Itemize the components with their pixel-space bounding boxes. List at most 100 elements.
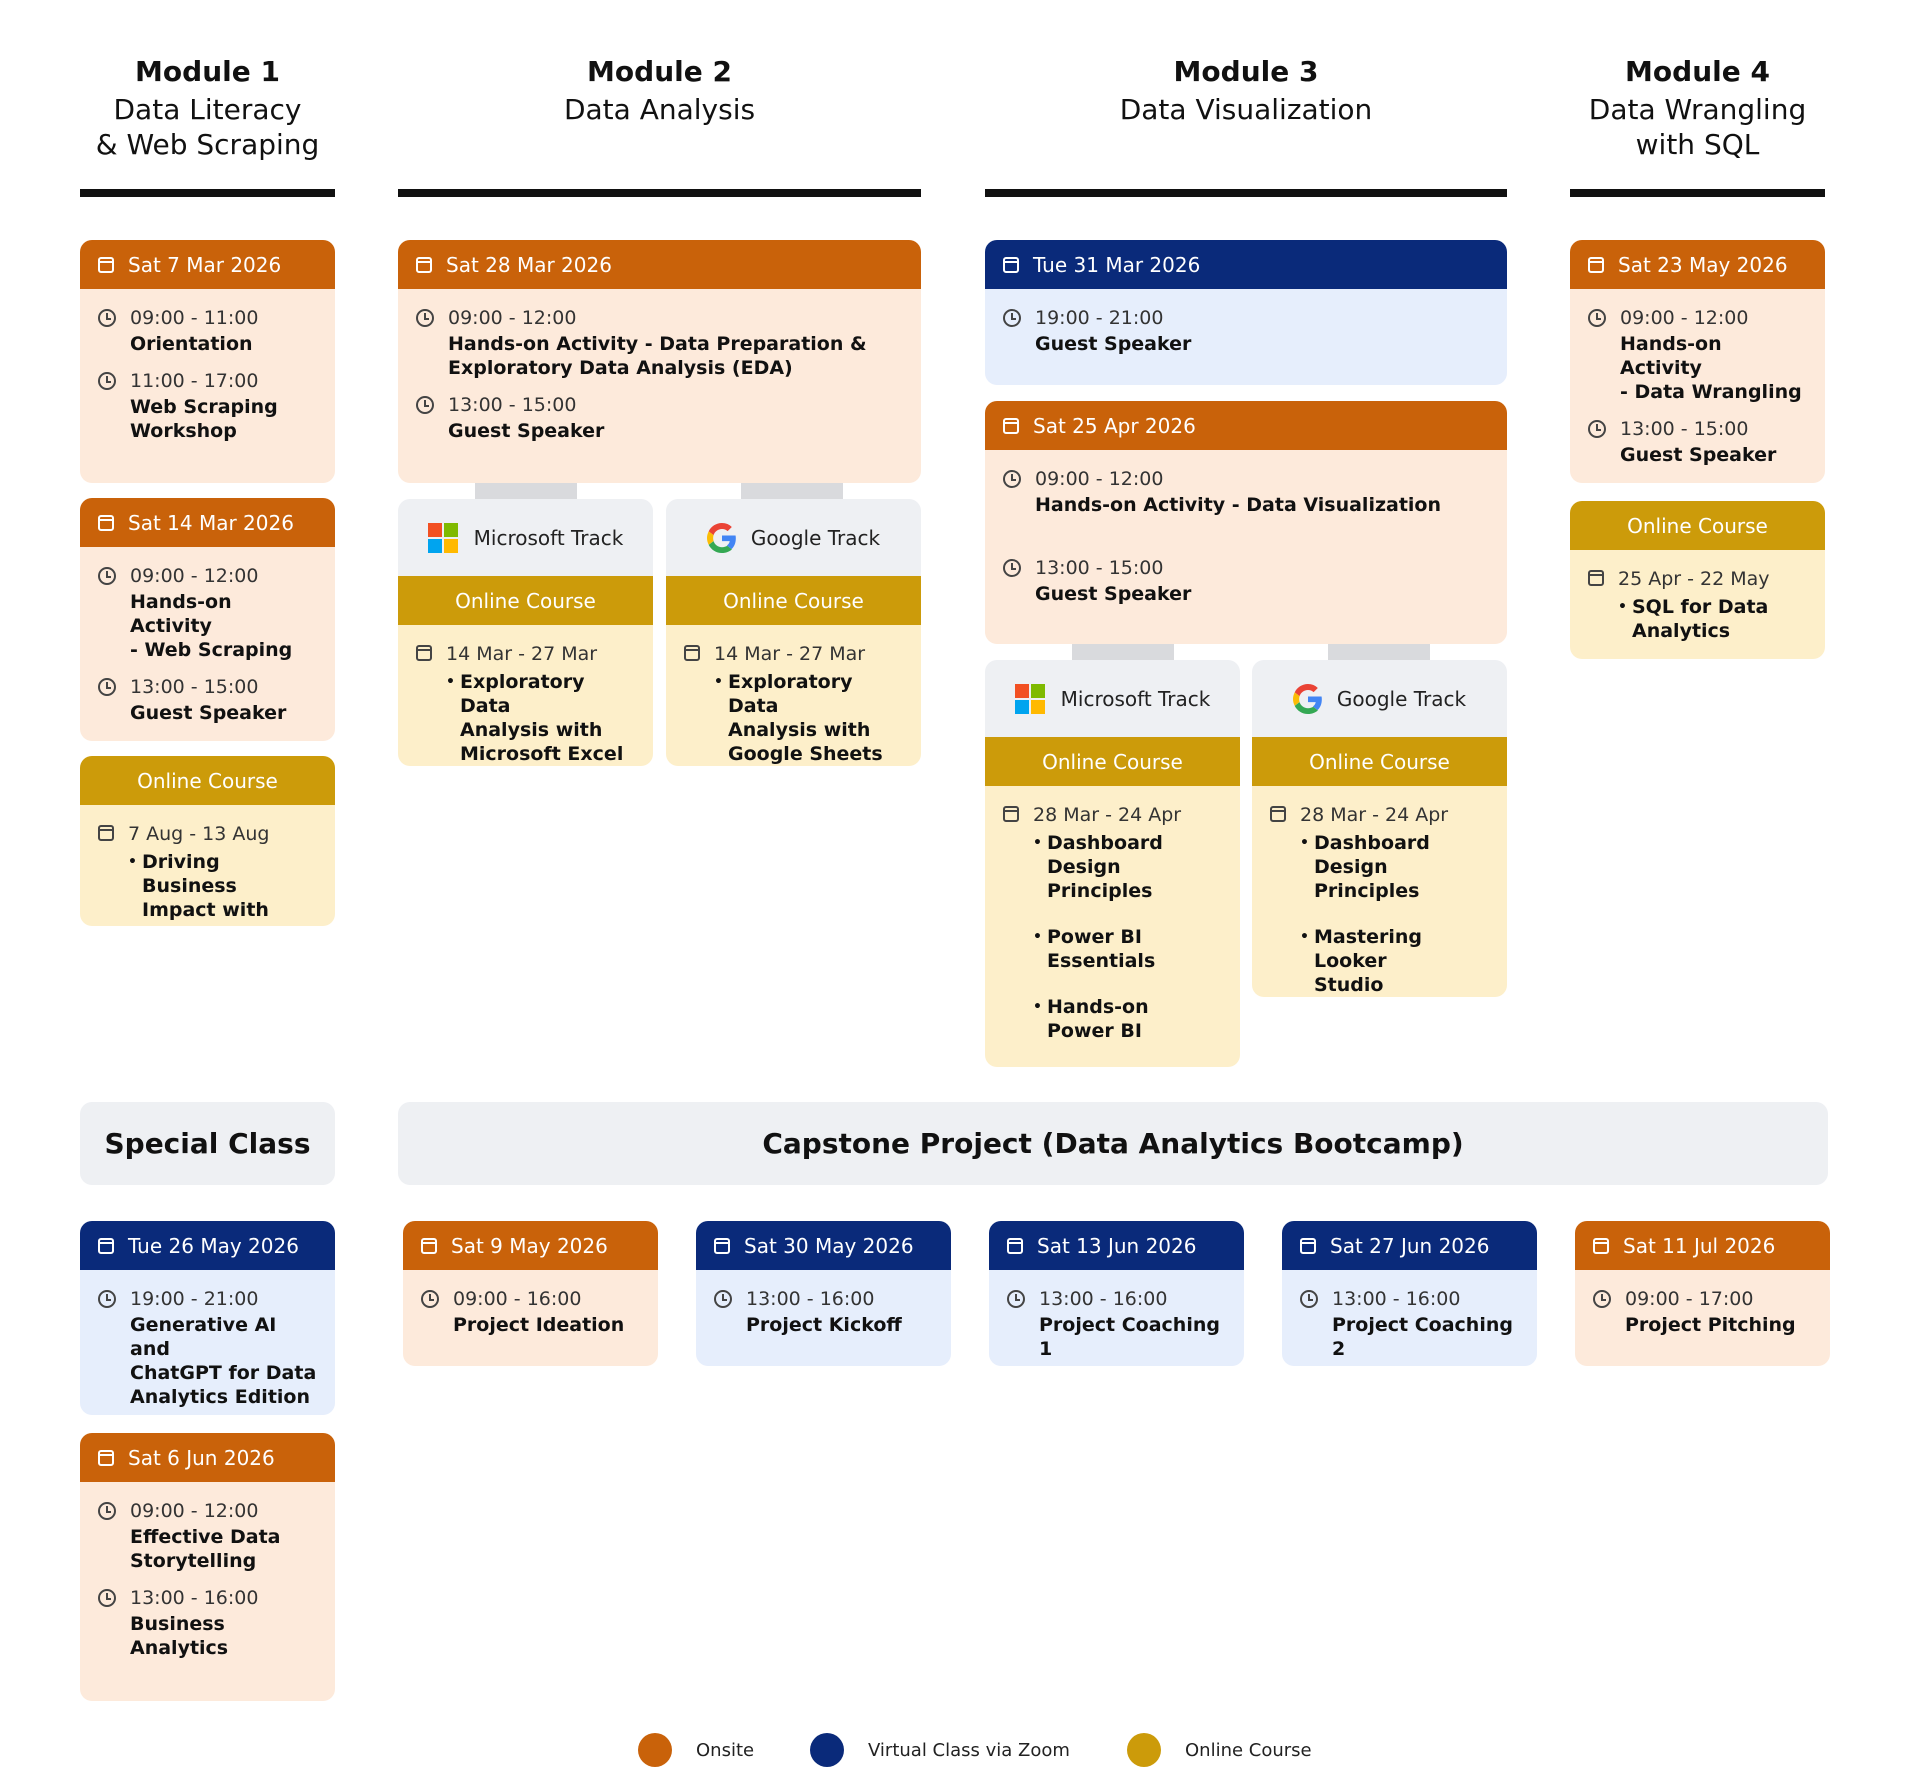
- session-date-header: Tue 26 May 2026: [80, 1221, 335, 1270]
- slot-title: Hands-on Activity - Data Wrangling: [1620, 333, 1802, 403]
- google-track-header: Google Track: [666, 499, 921, 576]
- google-logo-icon: [706, 522, 736, 553]
- module-3-heading: Module 3 Data Visualization: [985, 52, 1507, 127]
- slot-title: Guest Speaker: [1035, 333, 1192, 355]
- module-number: Module 2: [587, 55, 732, 88]
- course-dates: 14 Mar - 27 Mar: [446, 643, 598, 665]
- course-range: 25 Apr - 22 May SQL for Data Analytics: [1588, 566, 1807, 643]
- course-item: Hands-on Power BI: [1033, 995, 1222, 1043]
- calendar-icon: [98, 1449, 114, 1466]
- slot-time: 11:00 - 17:00: [130, 370, 259, 392]
- session-date: Sat 28 Mar 2026: [446, 252, 612, 277]
- microsoft-track-header: Microsoft Track: [398, 499, 653, 576]
- session-date-header: Sat 11 Jul 2026: [1575, 1221, 1830, 1270]
- slot-time: 13:00 - 15:00: [448, 394, 577, 416]
- online-course-header: Online Course: [985, 737, 1240, 786]
- slot-time: 13:00 - 15:00: [1620, 418, 1749, 440]
- session-date-header: Sat 25 Apr 2026: [985, 401, 1507, 450]
- calendar-icon: [684, 645, 700, 661]
- course-list: Exploratory Data Analysis with Microsoft…: [446, 670, 635, 766]
- slot-time: 09:00 - 12:00: [130, 565, 259, 587]
- module-name: Data Analysis: [563, 93, 756, 126]
- onsite-color-dot: [638, 1733, 672, 1767]
- course-dates: 28 Mar - 24 Apr: [1033, 804, 1182, 826]
- calendar-icon: [1588, 256, 1604, 273]
- module-1-divider: [80, 189, 335, 197]
- slot-time: 13:00 - 16:00: [1039, 1288, 1168, 1310]
- legend-zoom: Virtual Class via Zoom: [810, 1733, 1070, 1767]
- calendar-icon: [1003, 417, 1019, 434]
- google-logo-icon: [1292, 683, 1322, 714]
- clock-icon: [1588, 309, 1606, 327]
- course-item: Mastering Looker Studio: [1300, 925, 1489, 997]
- online-course-card: Online Course 7 Aug - 13 Aug Driving Bus…: [80, 756, 335, 926]
- slot-time: 09:00 - 16:00: [453, 1288, 582, 1310]
- module-number: Module 4: [1625, 55, 1770, 88]
- online-course-card: Online Course 28 Mar - 24 Apr Dashboard …: [985, 737, 1240, 1067]
- track-connector: [1328, 644, 1430, 660]
- legend-online: Online Course: [1127, 1733, 1312, 1767]
- course-range: 14 Mar - 27 Mar Exploratory Data Analysi…: [684, 641, 903, 766]
- course-range: 28 Mar - 24 Apr Dashboard Design Princip…: [1270, 802, 1489, 997]
- module-name: Data Wrangling with SQL: [1588, 93, 1807, 161]
- track-label: Microsoft Track: [1060, 686, 1211, 711]
- clock-icon: [1007, 1290, 1025, 1308]
- slot-title: Guest Speaker: [448, 420, 605, 442]
- module-number: Module 1: [135, 55, 280, 88]
- slot-title: Guest Speaker: [1035, 583, 1192, 605]
- calendar-icon: [98, 256, 114, 273]
- course-dates: 7 Aug - 13 Aug: [128, 823, 270, 845]
- microsoft-track-header: Microsoft Track: [985, 660, 1240, 737]
- online-course-header: Online Course: [666, 576, 921, 625]
- legend-label: Onsite: [696, 1739, 755, 1761]
- session-date-header: Sat 27 Jun 2026: [1282, 1221, 1537, 1270]
- clock-icon: [714, 1290, 732, 1308]
- slot-title: Web Scraping Workshop: [130, 396, 278, 442]
- slot-time: 09:00 - 12:00: [1620, 307, 1749, 329]
- course-list: Dashboard Design Principles Power BI Ess…: [1033, 831, 1222, 1043]
- session-date: Sat 9 May 2026: [451, 1233, 608, 1258]
- session-date-header: Sat 13 Jun 2026: [989, 1221, 1244, 1270]
- calendar-icon: [416, 256, 432, 273]
- calendar-icon: [98, 825, 114, 841]
- google-track-header: Google Track: [1252, 660, 1507, 737]
- microsoft-logo-icon: [1014, 683, 1045, 714]
- session-date-header: Sat 7 Mar 2026: [80, 240, 335, 289]
- slot-time: 09:00 - 12:00: [130, 1500, 259, 1522]
- track-label: Google Track: [750, 525, 881, 550]
- session-date: Sat 7 Mar 2026: [128, 252, 282, 277]
- calendar-icon: [1003, 806, 1019, 822]
- special-class-heading: Special Class: [80, 1102, 335, 1185]
- module-number: Module 3: [1173, 55, 1319, 88]
- clock-icon: [1003, 309, 1021, 327]
- slot-time: 09:00 - 11:00: [130, 307, 259, 329]
- clock-icon: [421, 1290, 439, 1308]
- legend-label: Virtual Class via Zoom: [868, 1739, 1070, 1761]
- slot-time: 09:00 - 12:00: [448, 307, 577, 329]
- online-course-header: Online Course: [1252, 737, 1507, 786]
- slot-time: 13:00 - 15:00: [1035, 557, 1164, 579]
- clock-icon: [1003, 559, 1021, 577]
- session-date-header: Sat 6 Jun 2026: [80, 1433, 335, 1482]
- slot-title: Generative AI and ChatGPT for Data Analy…: [130, 1314, 317, 1408]
- session-date: Sat 23 May 2026: [1618, 252, 1788, 277]
- legend-label: Online Course: [1185, 1739, 1312, 1761]
- slot-title: Project Ideation: [453, 1314, 625, 1336]
- online-course-header: Online Course: [398, 576, 653, 625]
